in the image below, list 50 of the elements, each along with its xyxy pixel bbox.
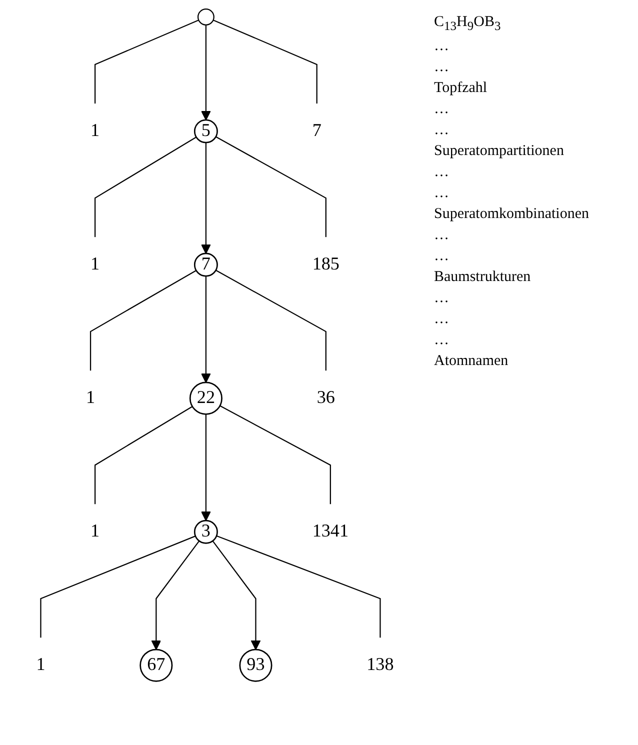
- node-circle: 93: [239, 648, 272, 682]
- node-text: 1: [90, 121, 100, 140]
- node-text: 36: [316, 388, 335, 408]
- level-label: …: [434, 332, 450, 349]
- level-label: …: [434, 38, 450, 55]
- connector: [40, 536, 196, 638]
- arrow: [200, 414, 211, 521]
- node-text: 1: [36, 655, 46, 674]
- arrow: [200, 276, 211, 383]
- level-label: …: [434, 101, 450, 118]
- connector: [213, 20, 318, 104]
- node-circle: 22: [189, 382, 222, 415]
- node-text: 185: [312, 254, 340, 274]
- arrow: [200, 142, 211, 254]
- node-text: 1: [90, 254, 100, 274]
- node-point: [197, 8, 214, 26]
- connector: [94, 406, 193, 505]
- level-label: …: [434, 185, 450, 202]
- arrow: [200, 24, 211, 120]
- level-label: Superatompartitionen: [434, 143, 565, 160]
- connector: [216, 535, 381, 638]
- connector: [94, 136, 197, 238]
- level-label: Atomnamen: [434, 353, 510, 370]
- node-circle: 5: [194, 119, 218, 144]
- node-text: 1: [90, 522, 100, 541]
- node-text: 7: [312, 121, 322, 140]
- level-label: …: [434, 248, 450, 265]
- level-label: Baumstrukturen: [434, 269, 532, 286]
- node-circle: 7: [194, 252, 218, 277]
- node-circle: 3: [194, 520, 218, 544]
- node-text: 1: [86, 388, 96, 408]
- node-text: 1341: [312, 522, 349, 541]
- connector: [94, 20, 199, 104]
- level-label: …: [434, 122, 450, 139]
- level-label: C$_{13}$H$_{9}$OB$_{3}$: [434, 14, 502, 34]
- node-text: 138: [366, 655, 394, 674]
- connector: [216, 270, 326, 372]
- level-label: …: [434, 290, 450, 307]
- connector: [90, 270, 196, 372]
- arrow: [151, 540, 200, 650]
- connector: [220, 405, 331, 505]
- node-circle: 67: [140, 648, 173, 682]
- connector: [216, 136, 326, 238]
- level-label: …: [434, 227, 450, 244]
- level-label: Superatomkombinationen: [434, 206, 590, 223]
- level-label: …: [434, 311, 450, 328]
- level-label: …: [434, 164, 450, 181]
- level-label: Topfzahl: [434, 80, 488, 97]
- level-label: …: [434, 59, 450, 76]
- arrow: [212, 540, 261, 650]
